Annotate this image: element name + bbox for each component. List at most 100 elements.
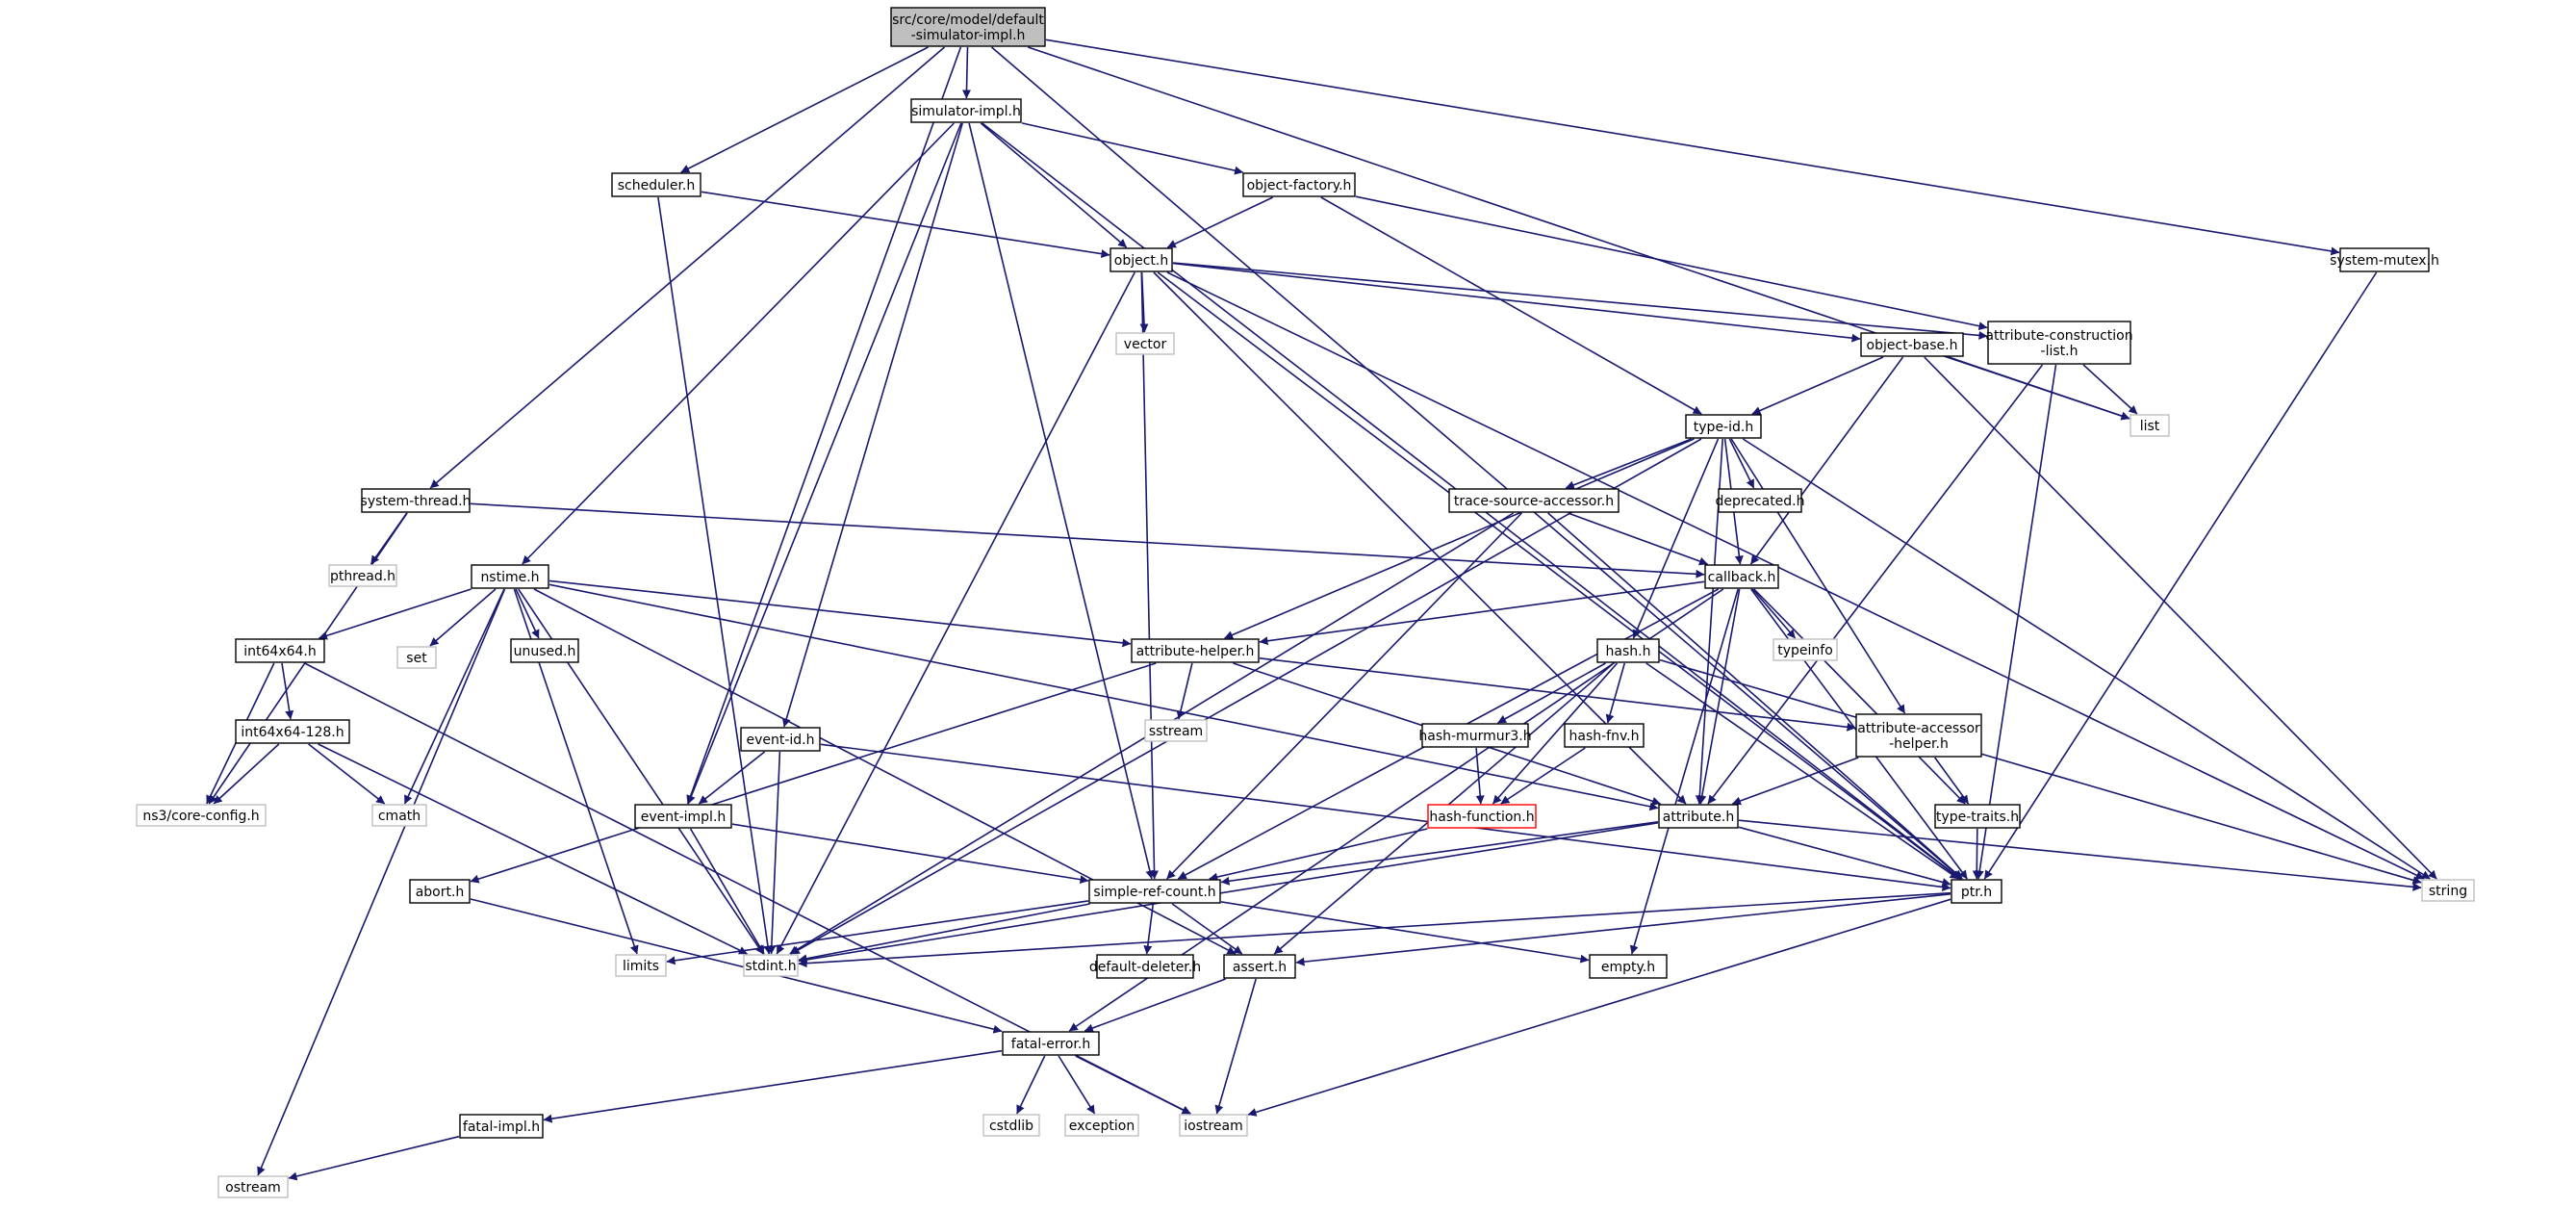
node-exception: exception [1064, 1114, 1139, 1137]
node-box [890, 7, 1046, 47]
node-int128[interactable]: int64x64-128.h [235, 719, 350, 744]
node-label: set [406, 651, 427, 666]
node-limits: limits [615, 954, 667, 977]
edge-root-to-simimpl [961, 46, 971, 99]
edge-callback-to-attribute [1697, 588, 1741, 805]
node-label: scheduler.h [618, 178, 696, 193]
node-empty[interactable]: empty.h [1589, 954, 1668, 979]
node-int64x64[interactable]: int64x64.h [235, 638, 325, 663]
edge-simimpl-to-eventimpl [687, 122, 962, 805]
node-box [1685, 414, 1762, 439]
edge-attribute-to-ptr [1738, 826, 1951, 887]
edge-objfactory-to-attrcons [1355, 195, 1988, 331]
node-unused[interactable]: unused.h [510, 638, 579, 663]
edge-ptr-to-assert [1295, 893, 1951, 966]
node-fatalimpl[interactable]: fatal-impl.h [459, 1114, 544, 1139]
edge-callback-to-empty [1629, 588, 1739, 955]
node-objbase[interactable]: object-base.h [1860, 332, 1964, 357]
node-label: hash-fnv.h [1569, 729, 1640, 744]
node-box [1421, 723, 1529, 748]
edge-src-to-assert [1171, 903, 1243, 955]
edge-attracc-to-typetraits [1934, 757, 1970, 805]
edge-hash-to-fnv [1605, 662, 1626, 724]
node-label: limits [623, 959, 659, 974]
node-fnv[interactable]: hash-fnv.h [1564, 723, 1645, 748]
node-label: event-id.h [746, 733, 814, 748]
node-box [1131, 638, 1260, 663]
node-sysmutex[interactable]: system-mutex.h [2330, 247, 2439, 272]
edge-scheduler-to-object [701, 191, 1110, 259]
edge-nstime-to-ostream [257, 588, 506, 1176]
edge-objbase-to-callback [1749, 356, 1904, 565]
node-label: object-factory.h [1247, 178, 1352, 193]
node-simimpl[interactable]: simulator-impl.h [910, 98, 1022, 123]
node-deprecated[interactable]: deprecated.h [1715, 488, 1805, 513]
edge-typeid-to-tsa [1565, 438, 1692, 490]
node-systhread[interactable]: system-thread.h [361, 488, 472, 513]
node-label: attribute-accessor [1857, 721, 1980, 736]
node-hash[interactable]: hash.h [1596, 638, 1660, 663]
edge-object-to-ptr [1157, 271, 1961, 880]
edge-simimpl-to-eventid [781, 122, 963, 728]
node-box [1096, 954, 1194, 979]
node-callback[interactable]: callback.h [1704, 564, 1779, 589]
node-abort[interactable]: abort.h [409, 879, 471, 904]
node-label: -helper.h [1889, 736, 1949, 752]
node-coreconfig: ns3/core-config.h [136, 804, 267, 827]
edge-attrcons-to-ptr [1975, 364, 2057, 880]
node-label: vector [1124, 337, 1167, 352]
node-box [1002, 1031, 1100, 1056]
node-box [328, 564, 397, 587]
node-typeid[interactable]: type-id.h [1685, 414, 1762, 439]
node-attribute[interactable]: attribute.h [1658, 804, 1739, 829]
node-object[interactable]: object.h [1109, 247, 1173, 272]
node-scheduler[interactable]: scheduler.h [611, 172, 701, 197]
node-label: exception [1069, 1119, 1135, 1134]
node-box [982, 1114, 1040, 1137]
node-eventimpl[interactable]: event-impl.h [634, 804, 732, 829]
node-nstime[interactable]: nstime.h [471, 564, 549, 589]
node-murmur[interactable]: hash-murmur3.h [1418, 723, 1532, 748]
edge-attracc-to-attribute [1731, 757, 1859, 806]
node-box [1179, 1114, 1248, 1137]
edge-eventid-to-eventimpl [698, 751, 766, 805]
node-label: system-thread.h [361, 494, 472, 509]
edge-src-to-defdel [1143, 903, 1155, 955]
edge-fatalerr-to-cstdlib [1016, 1055, 1046, 1115]
node-label: nstime.h [480, 570, 539, 585]
node-label: string [2429, 884, 2467, 899]
edge-root-to-ptr [990, 46, 1963, 880]
node-hashfunc[interactable]: hash-function.h [1427, 804, 1537, 829]
node-attrcons[interactable]: attribute-construction-list.h [1985, 321, 2133, 365]
node-label: pthread.h [330, 569, 395, 584]
edge-typeid-to-deprecated [1728, 438, 1755, 489]
node-tsa[interactable]: trace-source-accessor.h [1448, 488, 1620, 513]
node-box [1855, 713, 1982, 758]
node-defdel[interactable]: default-deleter.h [1089, 954, 1201, 979]
node-box [1934, 804, 2021, 829]
node-typeinfo: typeinfo [1773, 638, 1838, 661]
node-fatalerr[interactable]: fatal-error.h [1002, 1031, 1100, 1056]
node-box [2339, 247, 2430, 272]
node-root[interactable]: src/core/model/default-simulator-impl.h [890, 7, 1046, 47]
edge-fatalerr-to-exception [1058, 1055, 1096, 1115]
node-typetraits[interactable]: type-traits.h [1934, 804, 2021, 829]
edge-ptr-to-stdint [798, 891, 1951, 968]
edge-typeid-to-attracc [1730, 438, 1906, 714]
edge-objbase-to-string [1924, 356, 2437, 880]
node-box [396, 646, 437, 669]
node-label: src/core/model/default [892, 13, 1044, 28]
edge-int128-to-stdint [318, 743, 748, 955]
node-src[interactable]: simple-ref-count.h [1088, 879, 1221, 904]
node-label: simple-ref-count.h [1093, 885, 1215, 900]
edge-callback-to-typeinfo [1751, 588, 1797, 639]
node-attrhelper[interactable]: attribute-helper.h [1131, 638, 1260, 663]
node-assert[interactable]: assert.h [1223, 954, 1296, 979]
node-box [1860, 332, 1964, 357]
node-ptr[interactable]: ptr.h [1951, 879, 2002, 904]
edge-hash-to-murmur [1497, 662, 1606, 724]
node-eventid[interactable]: event-id.h [740, 727, 821, 752]
edge-simimpl-to-objfactory [1021, 122, 1244, 175]
node-attracc[interactable]: attribute-accessor-helper.h [1855, 713, 1982, 758]
node-objfactory[interactable]: object-factory.h [1242, 172, 1356, 197]
